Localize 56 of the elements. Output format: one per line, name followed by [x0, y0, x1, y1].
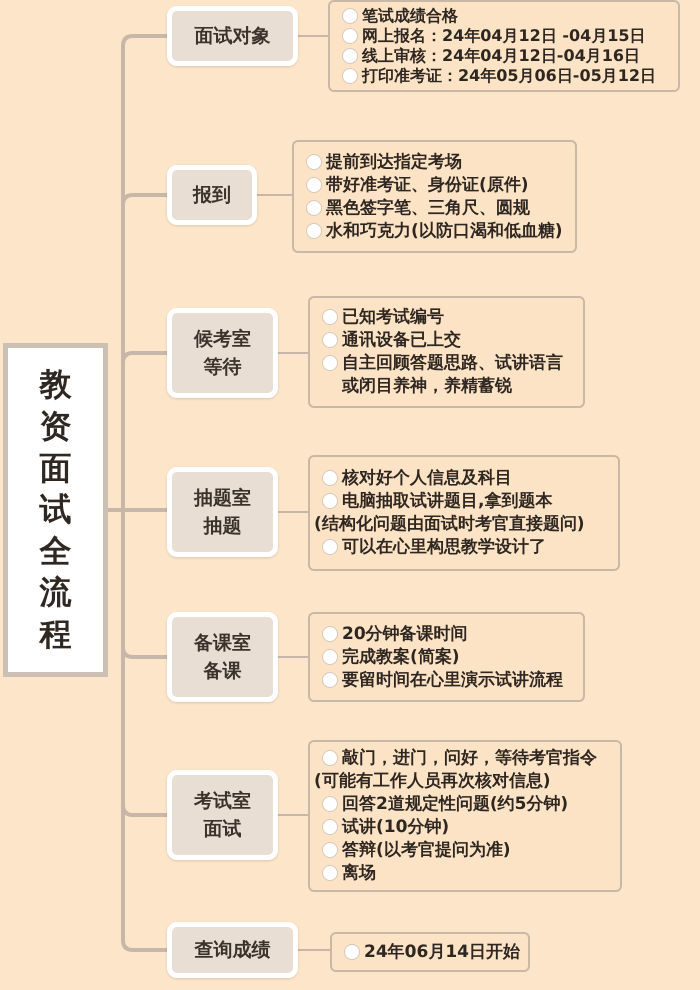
list-item-text: 通讯设备已上交: [342, 329, 461, 352]
connector-line: [278, 511, 308, 513]
detail-box: [330, 932, 530, 972]
detail-box: [308, 455, 620, 571]
list-item-text: 核对好个人信息及科目: [342, 467, 512, 490]
list-item-text: 网上报名：24年04月12日 -04月15日: [362, 26, 646, 46]
list-item-text: 自主回顾答题思路、试讲语言或闭目养神，养精蓄锐: [342, 352, 564, 398]
list-item-text: 敲门，进门，问好，等待考官指令: [342, 747, 597, 770]
connector-line: [298, 949, 330, 951]
connector-line: [278, 656, 308, 658]
list-item-text: 带好准考证、身份证(原件): [326, 174, 529, 196]
list-item-text: 笔试成绩合格: [362, 6, 458, 26]
step-label: 候考室等待: [192, 327, 252, 380]
step-box: [167, 770, 278, 860]
list-item-text: 要留时间在心里演示试讲流程: [342, 668, 563, 692]
step-label: 备课室备课: [192, 631, 252, 684]
list-item-text: 可以在心里构思教学设计了: [342, 536, 546, 559]
list-item-text: 打印准考证：24年05月06日-05月12日: [362, 66, 656, 86]
list-item-text: 回答2道规定性问题(约5分钟): [342, 793, 568, 816]
step-box: [167, 6, 298, 66]
list-item-text: 黑色签字笔、三角尺、圆规: [326, 196, 530, 220]
detail-box: [308, 740, 622, 892]
step-box: [167, 308, 278, 398]
list-item-text: 已知考试编号: [342, 306, 444, 329]
list-item-text: 提前到达指定考场: [326, 150, 462, 174]
list-item-text: 24年06月14日开始: [364, 940, 520, 964]
note-text: (结构化问题由面试时考官直接题问): [314, 513, 586, 536]
step-box: [167, 467, 278, 557]
step-label: 面试对象: [194, 24, 270, 49]
list-item-text: 完成教案(简案): [342, 646, 460, 668]
list-item-text: 离场: [342, 862, 376, 885]
step-label: 报到: [193, 183, 231, 208]
note-text: (可能有工作人员再次核对信息): [314, 770, 552, 793]
detail-box: [308, 612, 585, 702]
step-label: 考试室面试: [192, 789, 252, 842]
step-box: [167, 165, 257, 225]
connector-line: [108, 508, 167, 952]
list-item-text: 线上审核：24年04月12日-04月16日: [362, 46, 640, 66]
topic-title: 教资面试全流程: [40, 364, 72, 655]
detail-box: [328, 0, 680, 92]
list-item-text: 答辩(以考官提问为准): [342, 839, 511, 862]
detail-box: [308, 296, 585, 408]
list-item-text: 20分钟备课时间: [342, 622, 468, 646]
connector-line: [298, 35, 328, 37]
detail-box: [292, 140, 577, 253]
list-item-text: 水和巧克力(以防口渴和低血糖): [326, 220, 563, 242]
connector-line: [257, 194, 292, 196]
step-box: [167, 922, 298, 978]
list-item-text: 试讲(10分钟): [342, 816, 450, 839]
step-label: 查询成绩: [194, 938, 270, 963]
connector-line: [278, 814, 308, 816]
connector-line: [278, 352, 308, 354]
topic-box: [3, 343, 108, 677]
step-box: [167, 612, 278, 702]
step-label: 抽题室抽题: [192, 486, 252, 539]
list-item-text: 电脑抽取试讲题目,拿到题本: [342, 490, 552, 513]
